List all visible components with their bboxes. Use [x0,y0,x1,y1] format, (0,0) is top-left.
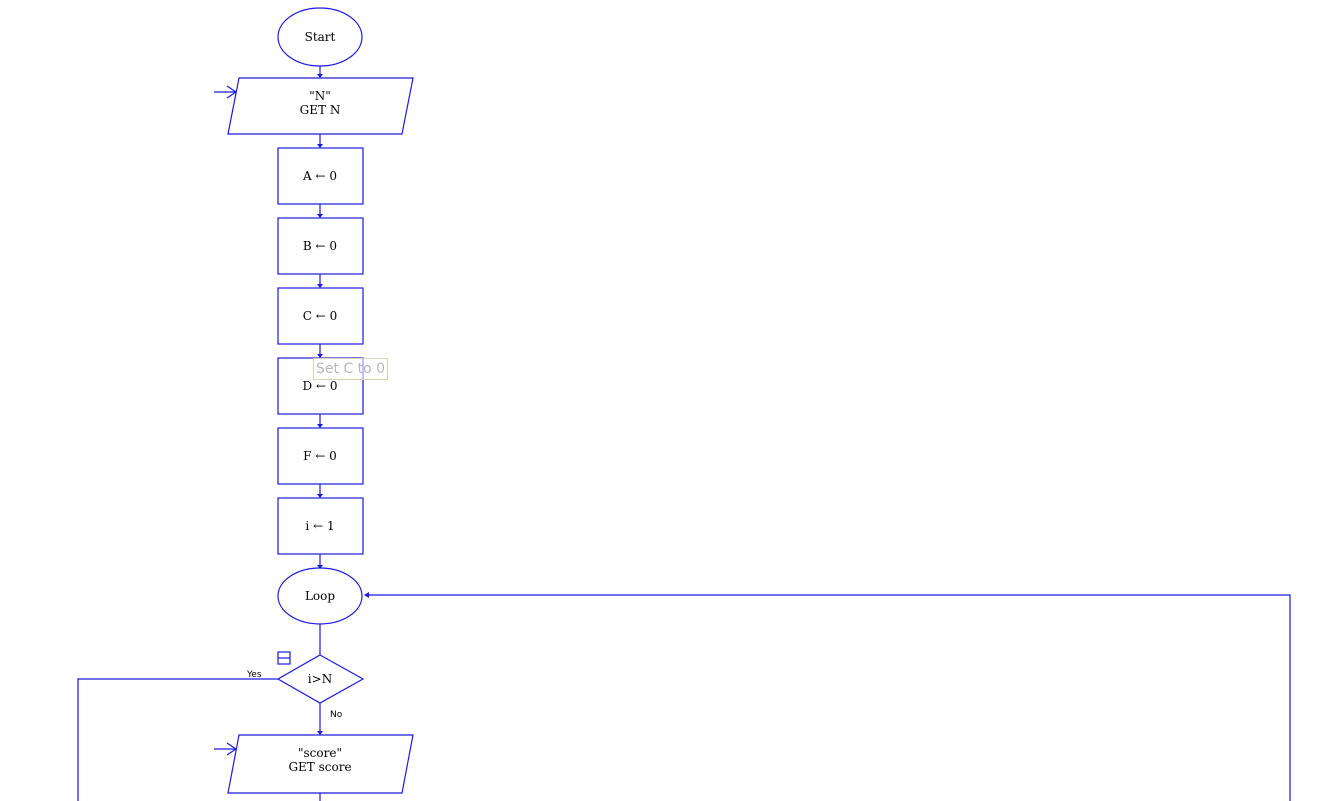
assign-d-label: D ← 0 [303,379,338,393]
start-label: Start [305,30,336,44]
input-node-n[interactable]: "N" GET N [227,77,414,135]
assign-a-label: A ← 0 [302,169,337,183]
decision-yes-label: Yes [246,670,262,680]
input-n-prompt: "N" [309,89,331,103]
loop-node[interactable]: Loop [277,567,363,625]
assign-node-c[interactable]: C ← 0 [277,287,364,345]
collapse-icon[interactable] [277,651,291,665]
decision-node[interactable]: i>N [276,654,365,704]
input-node-score[interactable]: "score" GET score [227,734,414,794]
input-score-command: GET score [288,760,351,774]
input-arrow-n [214,85,238,99]
decision-no-label: No [330,710,343,720]
assign-node-f[interactable]: F ← 0 [277,427,364,485]
input-score-prompt: "score" [298,746,342,760]
connectors [77,66,1291,801]
loop-label: Loop [305,589,335,603]
tooltip: Set C to 0 [313,358,389,380]
decision-condition: i>N [308,672,332,686]
assign-b-label: B ← 0 [303,239,337,253]
input-arrow-score [214,742,238,756]
assign-node-a[interactable]: A ← 0 [277,147,364,205]
assign-node-b[interactable]: B ← 0 [277,217,364,275]
assign-f-label: F ← 0 [303,449,337,463]
start-node[interactable]: Start [277,7,363,67]
assign-i-label: i ← 1 [305,519,334,533]
input-n-command: GET N [300,103,341,117]
connector-decision-yes [77,678,278,801]
connector-loop-back [365,594,1291,801]
assign-c-label: C ← 0 [303,309,338,323]
assign-node-i[interactable]: i ← 1 [277,497,364,555]
